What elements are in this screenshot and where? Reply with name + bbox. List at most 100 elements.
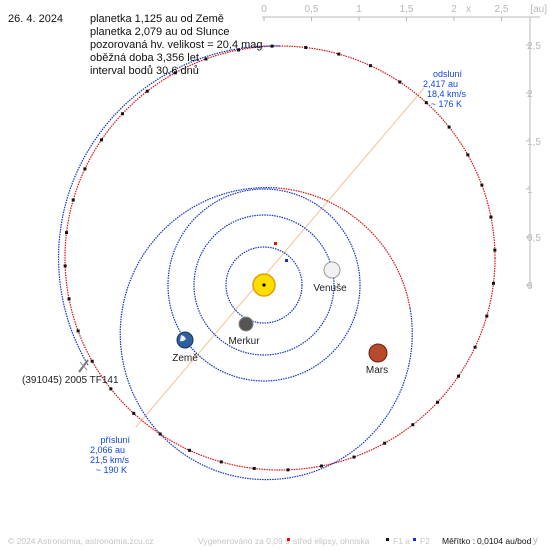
position-marker (337, 52, 341, 56)
position-marker (491, 281, 495, 285)
footer-copyright: © 2024 Astronomia, astronomia.zcu.cz (8, 536, 154, 546)
info-line: pozorovaná hv. velikost = 20,4 mag (90, 39, 263, 51)
info-line: oběžná doba 3,356 let (90, 52, 199, 64)
mercury-label: Merkur (228, 336, 260, 347)
position-marker (493, 248, 497, 252)
position-marker (99, 138, 103, 142)
focus-f2-marker (285, 259, 288, 262)
aphelion-distance: 2,417 au (423, 79, 458, 89)
footer-f2: F2 (420, 536, 430, 546)
position-marker (411, 423, 415, 427)
sun-icon (252, 273, 276, 297)
mars-orbit (119, 187, 413, 481)
y-tick-label: 1 (527, 185, 533, 196)
position-marker (270, 44, 274, 48)
aphelion-info: odsluní 2,417 au 18,4 km/s ~ 176 K (423, 69, 467, 109)
position-marker (237, 48, 241, 52)
footer-f1: F1 a (393, 536, 410, 546)
footer-scale-value: 0,0104 au/bod (477, 536, 532, 546)
venus-label: Venuše (313, 283, 347, 294)
position-marker (286, 468, 290, 472)
position-marker (71, 198, 75, 202)
venus-orbit (193, 214, 335, 356)
position-marker (383, 441, 387, 445)
position-marker (319, 464, 323, 468)
mercury-icon (238, 316, 254, 332)
y-tick-label: 1,5 (527, 137, 541, 148)
position-marker (424, 101, 428, 105)
position-marker (304, 46, 308, 50)
aphelion-temp: ~ 176 K (431, 99, 462, 109)
x-tick-label: 0 (261, 4, 267, 15)
venus-icon (323, 261, 341, 279)
position-marker (158, 432, 162, 436)
position-marker (436, 400, 440, 404)
perihelion-temp: ~ 190 K (96, 465, 127, 475)
position-marker (457, 374, 461, 378)
x-tick-label: 0,5 (305, 4, 319, 15)
date-label: 26. 4. 2024 (8, 13, 63, 25)
position-marker (120, 112, 124, 116)
x-tick-label: 2,5 (495, 4, 509, 15)
asteroid-orbit-below-ecliptic (58, 45, 281, 366)
apsis-line (135, 87, 425, 428)
perihelion-info: přísluní 2,066 au 21,5 km/s ~ 190 K (90, 435, 131, 475)
legend-center-marker (287, 538, 290, 541)
x-tick-label: 2 (451, 4, 457, 15)
earth-label: Země (172, 353, 198, 364)
position-marker (466, 153, 470, 157)
position-marker (219, 460, 223, 464)
asteroid-position-markers (63, 44, 497, 472)
perihelion-speed: 21,5 km/s (90, 455, 130, 465)
position-marker (90, 359, 94, 363)
x-tick-label: 1,5 (400, 4, 414, 15)
position-marker (65, 231, 69, 235)
position-marker (398, 80, 402, 84)
position-marker (109, 387, 113, 391)
footer: © 2024 Astronomia, astronomia.zcu.cz Vyg… (8, 536, 532, 546)
x-tick-label: 1 (356, 4, 362, 15)
footer-generated: Vygenerováno za 0,09 s (198, 536, 289, 546)
earth-icon (176, 331, 194, 349)
axis-unit: [au] (530, 4, 547, 15)
position-marker (188, 448, 192, 452)
perihelion-distance: 2,066 au (90, 445, 125, 455)
earth-orbit (167, 188, 361, 382)
position-marker (173, 71, 177, 75)
info-panel: planetka 1,125 au od Země planetka 2,079… (90, 13, 263, 77)
position-marker (352, 455, 356, 459)
y-tick-label: 0,5 (527, 233, 541, 244)
y-axis-label: y (533, 535, 538, 546)
mercury-orbit (225, 246, 303, 324)
footer-legend-center: střed elipsy, ohniska (293, 536, 370, 546)
position-marker (368, 64, 372, 68)
mars-orbit-segment (276, 187, 411, 309)
position-marker (252, 466, 256, 470)
y-tick-label: 2 (527, 89, 533, 100)
mars-icon (368, 343, 388, 363)
footer-scale-label: Měřítko : (442, 536, 475, 546)
aphelion-speed: 18,4 km/s (427, 89, 467, 99)
y-tick-label: 2,5 (527, 41, 541, 52)
y-tick-label: 0 (527, 281, 533, 292)
position-marker (480, 183, 484, 187)
position-marker (132, 411, 136, 415)
position-marker (447, 125, 451, 129)
position-marker (489, 215, 493, 219)
position-marker (76, 329, 80, 333)
position-marker (204, 57, 208, 61)
position-marker (83, 167, 87, 171)
asteroid-icon (78, 359, 89, 373)
ellipse-center-marker (274, 242, 277, 245)
position-marker (67, 297, 71, 301)
y-axis-ticks: 2,5 2 1,5 1 0,5 0 (526, 41, 541, 292)
info-line: planetka 2,079 au od Slunce (90, 26, 229, 38)
info-line: interval bodů 30,6 dnů (90, 65, 199, 77)
position-marker (145, 89, 149, 93)
legend-f1-marker (386, 538, 389, 541)
legend-f2-marker (413, 538, 416, 541)
position-marker (485, 314, 489, 318)
